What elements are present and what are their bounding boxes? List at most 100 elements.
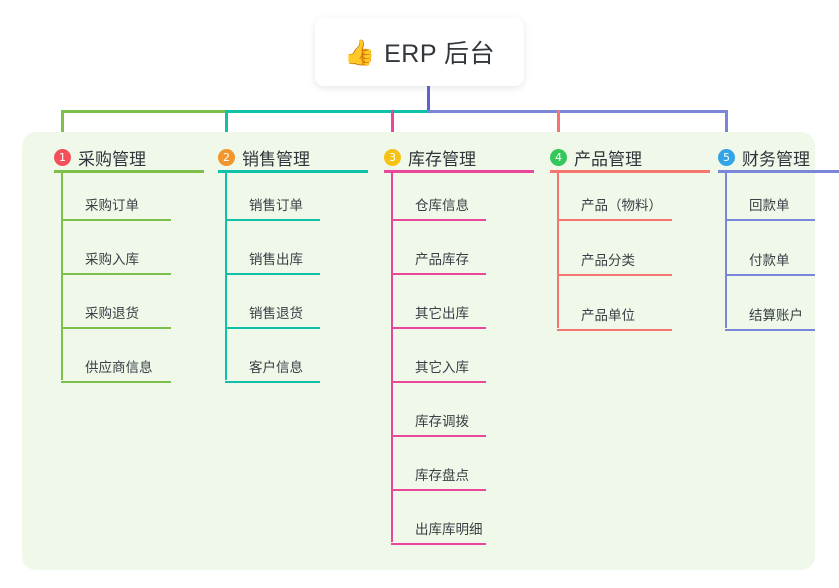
branch-badge-2: 2 xyxy=(218,148,235,166)
branch-badge-4: 4 xyxy=(550,148,567,166)
branch-badge-3: 3 xyxy=(384,148,401,166)
branch-leaf-label: 产品库存 xyxy=(415,252,469,267)
branch-leaf-rule xyxy=(225,219,320,221)
branch-leaf-出库库明细[interactable]: 出库库明细 xyxy=(391,518,486,545)
branch-header-销售管理[interactable]: 2 销售管理 xyxy=(200,144,310,170)
branch-header-产品管理[interactable]: 4 产品管理 xyxy=(532,144,642,170)
branch-header-rule xyxy=(54,170,204,173)
branch-leaf-rule xyxy=(557,274,672,276)
connector-bus-segment-3 xyxy=(428,110,728,113)
branch-leaf-label: 仓库信息 xyxy=(415,198,469,213)
branch-title: 采购管理 xyxy=(78,149,146,169)
branch-header-rule xyxy=(384,170,534,173)
branch-leaf-采购退货[interactable]: 采购退货 xyxy=(61,302,171,329)
branch-leaf-rule xyxy=(225,381,320,383)
connector-bus-segment-2 xyxy=(225,110,430,113)
branch-leaf-label: 产品单位 xyxy=(581,308,635,323)
branch-leaf-产品（物料）[interactable]: 产品（物料） xyxy=(557,194,672,221)
branch-leaf-rule xyxy=(225,273,320,275)
branch-leaf-库存调拨[interactable]: 库存调拨 xyxy=(391,410,486,437)
branch-leaf-产品单位[interactable]: 产品单位 xyxy=(557,304,672,331)
branch-leaf-label: 产品（物料） xyxy=(581,198,662,213)
branch-leaf-付款单[interactable]: 付款单 xyxy=(725,249,815,276)
branch-leaf-rule xyxy=(61,381,171,383)
branch-badge-5: 5 xyxy=(718,148,735,166)
branch-column-产品管理: 4 产品管理产品（物料） 产品分类产品单位 xyxy=(532,132,710,331)
branch-leaf-销售出库[interactable]: 销售出库 xyxy=(225,248,320,275)
branch-leaf-rule xyxy=(391,381,486,383)
branch-column-采购管理: 1 采购管理采购订单采购入库采购退货供应商信息 xyxy=(36,132,204,383)
branch-leaf-rule xyxy=(391,489,486,491)
branch-leaf-label: 付款单 xyxy=(749,253,790,268)
branch-title: 库存管理 xyxy=(408,149,476,169)
branch-leaf-label: 其它出库 xyxy=(415,306,469,321)
branch-leaf-回款单[interactable]: 回款单 xyxy=(725,194,815,221)
thumbs-up-icon: 👍 xyxy=(343,37,376,67)
branch-leaf-库存盘点[interactable]: 库存盘点 xyxy=(391,464,486,491)
root-node-erp-backend[interactable]: 👍 ERP 后台 xyxy=(315,18,524,86)
branch-leaf-rule xyxy=(61,327,171,329)
root-node-title: ERP 后台 xyxy=(384,40,496,68)
branch-leaf-客户信息[interactable]: 客户信息 xyxy=(225,356,320,383)
branch-leaf-rule xyxy=(725,329,815,331)
branch-leaf-rule xyxy=(725,219,815,221)
branch-leaf-label: 销售订单 xyxy=(249,198,303,213)
branch-leaf-产品分类[interactable]: 产品分类 xyxy=(557,249,672,276)
branch-header-rule xyxy=(718,170,839,173)
connector-root-stem xyxy=(427,86,430,113)
branch-leaf-label: 销售出库 xyxy=(249,252,303,267)
branch-leaf-其它入库[interactable]: 其它入库 xyxy=(391,356,486,383)
branch-title: 销售管理 xyxy=(242,149,310,169)
branch-leaf-其它出库[interactable]: 其它出库 xyxy=(391,302,486,329)
branch-leaf-供应商信息[interactable]: 供应商信息 xyxy=(61,356,171,383)
branch-header-rule xyxy=(218,170,368,173)
branch-leaf-label: 回款单 xyxy=(749,198,790,213)
branch-spine xyxy=(61,170,63,380)
branch-leaf-销售退货[interactable]: 销售退货 xyxy=(225,302,320,329)
branch-leaf-label: 其它入库 xyxy=(415,360,469,375)
branch-header-库存管理[interactable]: 3 库存管理 xyxy=(366,144,476,170)
branch-leaf-label: 产品分类 xyxy=(581,253,635,268)
branch-leaf-rule xyxy=(391,273,486,275)
branch-badge-1: 1 xyxy=(54,148,71,166)
branch-column-销售管理: 2 销售管理销售订单销售出库销售退货客户信息 xyxy=(200,132,368,383)
branch-leaf-label: 销售退货 xyxy=(249,306,303,321)
branch-spine xyxy=(225,170,227,380)
branch-spine xyxy=(725,170,727,328)
branch-leaf-label: 库存调拨 xyxy=(415,414,469,429)
branch-leaf-rule xyxy=(557,219,672,221)
branch-leaf-label: 采购订单 xyxy=(85,198,139,213)
branch-leaf-rule xyxy=(61,219,171,221)
branch-spine xyxy=(391,170,393,542)
branch-leaf-采购订单[interactable]: 采购订单 xyxy=(61,194,171,221)
branch-leaf-rule xyxy=(391,219,486,221)
branch-leaf-rule xyxy=(225,327,320,329)
branch-leaf-label: 采购退货 xyxy=(85,306,139,321)
branch-column-库存管理: 3 库存管理仓库信息产品库存其它出库其它入库库存调拨库存盘点出库库明细 xyxy=(366,132,534,545)
branch-leaf-仓库信息[interactable]: 仓库信息 xyxy=(391,194,486,221)
branch-leaf-rule xyxy=(557,329,672,331)
branch-leaf-rule xyxy=(61,273,171,275)
branch-leaf-采购入库[interactable]: 采购入库 xyxy=(61,248,171,275)
branch-leaf-label: 结算账户 xyxy=(749,308,803,323)
branch-header-采购管理[interactable]: 1 采购管理 xyxy=(36,144,146,170)
branch-spine xyxy=(557,170,559,328)
branch-leaf-结算账户[interactable]: 结算账户 xyxy=(725,304,815,331)
branch-title: 产品管理 xyxy=(574,149,642,169)
branch-leaf-产品库存[interactable]: 产品库存 xyxy=(391,248,486,275)
branch-leaf-rule xyxy=(725,274,815,276)
branch-leaf-rule xyxy=(391,435,486,437)
branch-leaf-rule xyxy=(391,543,486,545)
connector-bus-segment-1 xyxy=(61,110,227,113)
branch-leaf-label: 出库库明细 xyxy=(415,522,483,537)
branch-leaf-label: 库存盘点 xyxy=(415,468,469,483)
branch-leaf-label: 采购入库 xyxy=(85,252,139,267)
branch-header-rule xyxy=(550,170,710,173)
branch-leaf-rule xyxy=(391,327,486,329)
branch-leaf-label: 客户信息 xyxy=(249,360,303,375)
branch-leaf-销售订单[interactable]: 销售订单 xyxy=(225,194,320,221)
branches-panel: 1 采购管理采购订单采购入库采购退货供应商信息 2 销售管理销售订单销售出库销售退货客… xyxy=(22,132,839,570)
